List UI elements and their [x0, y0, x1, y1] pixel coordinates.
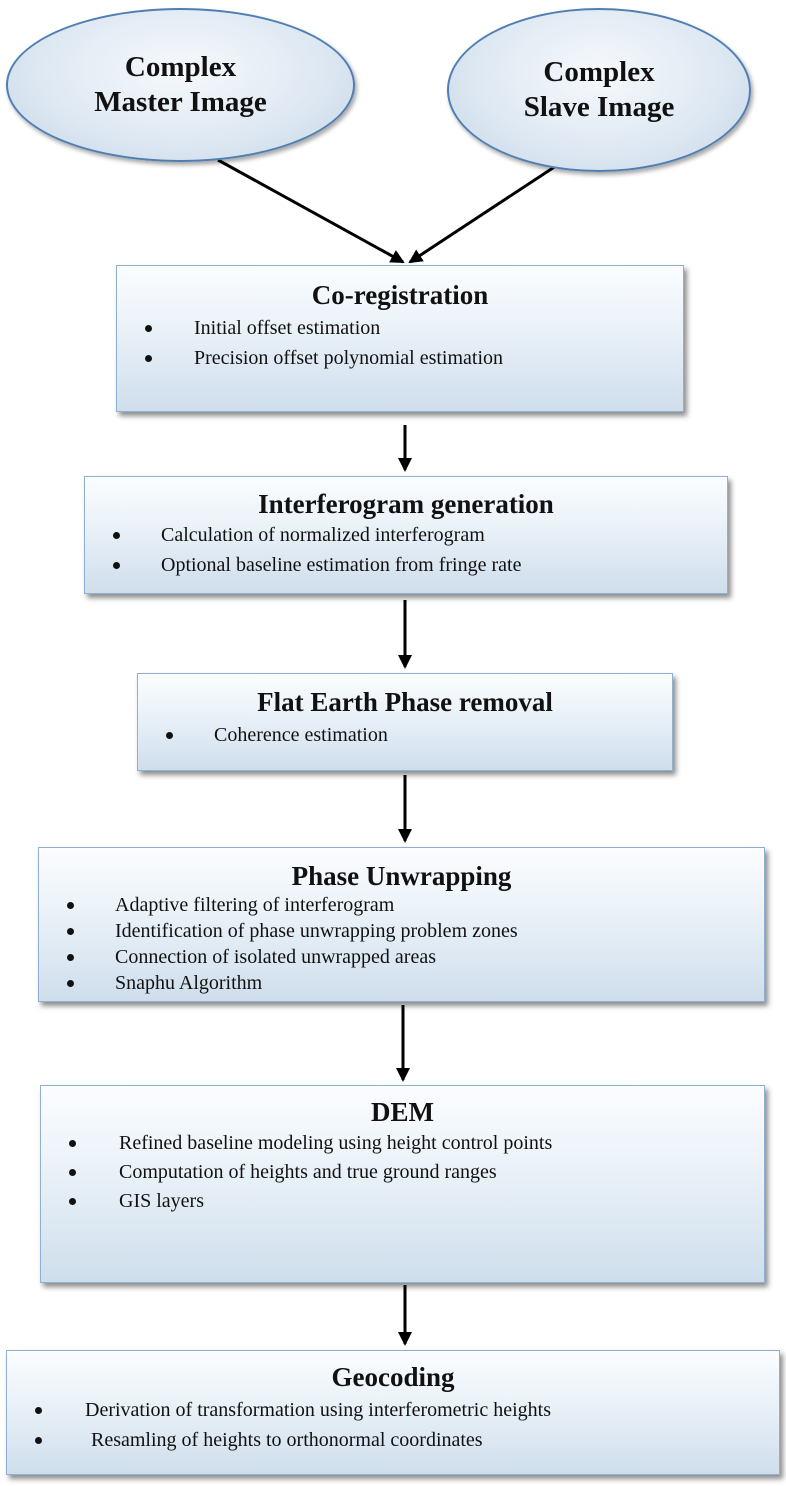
list-item-text: Optional baseline estimation from fringe… — [161, 554, 522, 576]
list-item-text: Precision offset polynomial estimation — [194, 347, 504, 369]
list-item-text: Resamling of heights to orthonormal coor… — [91, 1429, 483, 1451]
bullet-icon — [69, 1198, 76, 1205]
phase-unwrapping-title: Phase Unwrapping — [291, 861, 512, 891]
master-line-2: Master Image — [94, 86, 267, 118]
list-item-text: Connection of isolated unwrapped areas — [115, 946, 437, 968]
phase-unwrapping-list: Adaptive filtering of interferogram Iden… — [39, 894, 764, 998]
slave-line-2: Slave Image — [523, 91, 675, 123]
list-item-text: GIS layers — [119, 1190, 204, 1212]
dem-title: DEM — [371, 1097, 434, 1127]
bullet-icon — [35, 1407, 42, 1414]
geocoding-box: Geocoding Derivation of transformation u… — [6, 1350, 780, 1475]
flat-earth-phase-removal-title: Flat Earth Phase removal — [257, 687, 553, 717]
bullet-icon — [67, 902, 74, 909]
bullet-icon — [69, 1140, 76, 1147]
coregistration-box: Co-registration Initial offset estimatio… — [116, 265, 684, 412]
geocoding-title: Geocoding — [331, 1362, 455, 1392]
list-item: Initial offset estimation — [117, 317, 683, 347]
list-item: Resamling of heights to orthonormal coor… — [7, 1429, 779, 1459]
bullet-icon — [113, 532, 120, 539]
bullet-icon — [35, 1437, 42, 1444]
list-item-text: Identification of phase unwrapping probl… — [115, 920, 518, 942]
geocoding-list: Derivation of transformation using inter… — [7, 1399, 779, 1459]
flat-earth-phase-removal-box: Flat Earth Phase removal Coherence estim… — [137, 673, 673, 771]
bullet-icon — [166, 732, 173, 739]
arrow-slave-to-coregistration — [408, 158, 566, 264]
list-item: Refined baseline modeling using height c… — [41, 1132, 764, 1161]
arrow-master-to-coregistration — [217, 158, 405, 264]
list-item: Identification of phase unwrapping probl… — [39, 920, 764, 946]
phase-unwrapping-box: Phase Unwrapping Adaptive filtering of i… — [38, 847, 765, 1002]
bullet-icon — [67, 928, 74, 935]
dem-box: DEM Refined baseline modeling using heig… — [40, 1085, 765, 1283]
bullet-icon — [67, 980, 74, 987]
master-line-1: Complex — [124, 51, 237, 83]
list-item: Optional baseline estimation from fringe… — [85, 554, 727, 584]
list-item-text: Initial offset estimation — [194, 317, 381, 339]
list-item-text: Calculation of normalized interferogram — [161, 524, 485, 546]
interferogram-generation-box: Interferogram generation Calculation of … — [84, 476, 728, 594]
list-item-text: Refined baseline modeling using height c… — [119, 1132, 553, 1154]
list-item-text: Adaptive filtering of interferogram — [115, 894, 395, 916]
bullet-icon — [69, 1169, 76, 1176]
bullet-icon — [113, 562, 120, 569]
list-item: GIS layers — [41, 1190, 764, 1219]
bullet-icon — [67, 954, 74, 961]
bullet-icon — [145, 325, 152, 332]
list-item: Snaphu Algorithm — [39, 972, 764, 998]
interferogram-generation-title: Interferogram generation — [258, 489, 554, 519]
complex-master-image-node: Complex Master Image — [6, 8, 355, 162]
list-item: Connection of isolated unwrapped areas — [39, 946, 764, 972]
interferogram-generation-list: Calculation of normalized interferogram … — [85, 524, 727, 584]
bullet-icon — [145, 355, 152, 362]
coregistration-list: Initial offset estimation Precision offs… — [117, 317, 683, 377]
dem-list: Refined baseline modeling using height c… — [41, 1132, 764, 1219]
slave-line-1: Complex — [543, 56, 655, 88]
list-item-text: Derivation of transformation using inter… — [85, 1399, 551, 1421]
list-item-text: Coherence estimation — [214, 724, 388, 746]
coregistration-title: Co-registration — [311, 280, 489, 310]
list-item: Precision offset polynomial estimation — [117, 347, 683, 377]
list-item: Coherence estimation — [138, 724, 672, 754]
list-item: Computation of heights and true ground r… — [41, 1161, 764, 1190]
list-item-text: Snaphu Algorithm — [115, 972, 263, 994]
list-item: Derivation of transformation using inter… — [7, 1399, 779, 1429]
complex-slave-image-node: Complex Slave Image — [447, 8, 751, 172]
list-item: Adaptive filtering of interferogram — [39, 894, 764, 920]
list-item: Calculation of normalized interferogram — [85, 524, 727, 554]
list-item-text: Computation of heights and true ground r… — [119, 1161, 497, 1183]
flat-earth-phase-removal-list: Coherence estimation — [138, 724, 672, 754]
